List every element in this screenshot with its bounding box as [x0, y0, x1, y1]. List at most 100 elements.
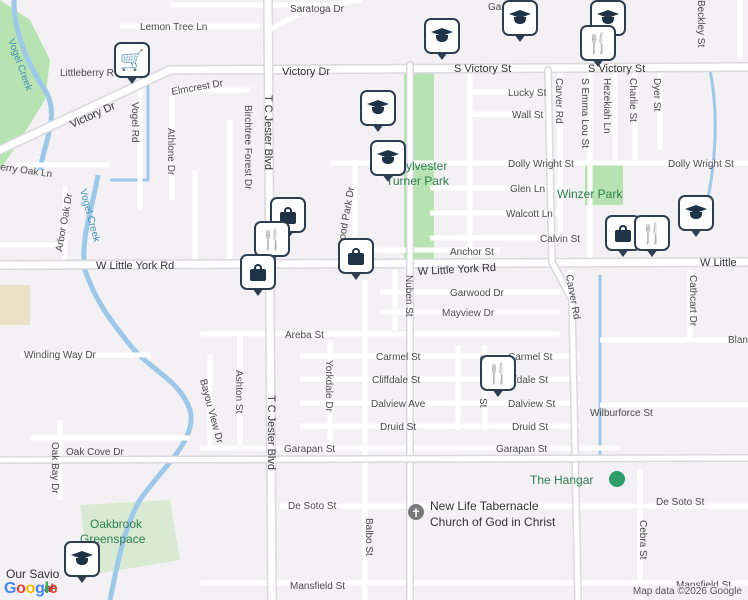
label-littleberry: Littleberry R	[60, 68, 114, 79]
school-icon	[71, 551, 93, 567]
school-pin-3[interactable]	[424, 18, 460, 60]
label-calvin: Calvin St	[540, 234, 580, 245]
label-vogel-rd: Vogel Rd	[129, 102, 140, 143]
park-area-west	[0, 285, 30, 325]
label-beckley: Beckley St	[695, 0, 706, 47]
label-cliffdale: Cliffdale St	[372, 375, 420, 386]
label-w-little-york-e: W Little	[700, 257, 737, 269]
restaurant-pin-2[interactable]: 🍴	[254, 221, 290, 263]
label-carver-n: Carver Rd	[553, 78, 564, 124]
ditch-north	[110, 70, 150, 182]
church-marker[interactable]	[408, 504, 424, 520]
school-pin-6[interactable]	[678, 195, 714, 237]
label-hangar: The Hangar	[530, 473, 593, 487]
label-anchor: Anchor St	[450, 247, 494, 258]
label-ga: Ga	[488, 2, 502, 13]
label-areba: Areba St	[285, 330, 324, 341]
label-park-sylvester: Sylvester	[398, 159, 447, 173]
label-garapan-e: Garapan St	[496, 444, 547, 455]
label-our-savior-1: Our Savio	[6, 567, 60, 581]
school-pin-4[interactable]	[360, 90, 396, 132]
label-dolly-wright: Dolly Wright St	[508, 159, 574, 170]
place-labels: The Hangar ✝ New Life Tabernacle Church …	[6, 471, 625, 595]
label-balbo: Balbo St	[363, 518, 374, 556]
label-dyer: Dyer St	[651, 78, 662, 112]
label-druid-e: Druid St	[512, 422, 548, 433]
label-de-soto: De Soto St	[288, 501, 337, 512]
label-lemon-tree: Lemon Tree Ln	[140, 22, 207, 33]
label-church-1: New Life Tabernacle	[430, 499, 539, 513]
label-saratoga: Saratoga Dr	[290, 4, 345, 15]
park-area-vogel	[0, 0, 50, 170]
label-victory: Victory Dr	[282, 66, 330, 78]
restaurant-pin-1[interactable]: 🍴	[580, 25, 616, 67]
restaurant-pin-3[interactable]: 🍴	[634, 215, 670, 257]
school-icon	[597, 10, 619, 26]
label-mansfield: Mansfield St	[290, 581, 345, 592]
school-pin-7[interactable]	[64, 541, 100, 583]
label-lucky: Lucky St	[508, 88, 547, 99]
label-blan: Blan	[728, 335, 748, 346]
shopping-bag-icon	[615, 225, 631, 242]
church-cross-icon: ✝	[411, 506, 421, 520]
label-cebra: Cebra St	[637, 520, 648, 560]
label-st-small: St	[477, 398, 488, 408]
park-labels: Sylvester Turner Park Winzer Park Oakbro…	[80, 159, 623, 546]
school-pin-5[interactable]	[370, 140, 406, 182]
label-nuben: Nuben St	[403, 275, 414, 317]
label-carmel: Carmel St	[376, 352, 421, 363]
label-hezekiah: Hezekiah Ln	[601, 78, 612, 134]
label-cathcart: Cathcart Dr	[687, 275, 698, 327]
shopping-pin-4[interactable]	[240, 254, 276, 296]
label-dalview-e: Dalview St	[508, 399, 555, 410]
restaurant-icon: 🍴	[485, 361, 511, 385]
label-park-turner: Turner Park	[386, 174, 450, 188]
label-tc-jester-n: T C Jester Blvd	[262, 95, 274, 170]
hangar-marker[interactable]	[609, 471, 625, 487]
grocery-pin[interactable]: 🛒	[114, 42, 150, 84]
shopping-pin-3[interactable]	[338, 238, 374, 280]
label-winding-way: Winding Way Dr	[24, 350, 97, 361]
label-wilburforce: Wilburforce St	[590, 408, 653, 419]
label-church-2: Church of God in Christ	[430, 515, 556, 529]
label-w-little-york-w: W Little York Rd	[96, 260, 174, 272]
school-icon	[377, 150, 399, 166]
label-walcott: Walcott Ln	[506, 209, 553, 220]
restaurant-icon: 🍴	[639, 221, 665, 245]
label-oak-bay: Oak Bay Dr	[49, 442, 60, 494]
school-pin-1[interactable]	[502, 0, 538, 42]
label-w-little-york-c: W Little York Rd	[418, 262, 497, 278]
shopping-bag-icon	[250, 264, 266, 281]
restaurant-icon: 🍴	[259, 227, 285, 251]
google-logo: Google	[4, 580, 58, 597]
label-glen: Glen Ln	[510, 184, 545, 195]
label-park-winzer: Winzer Park	[557, 187, 623, 201]
vogel-creek-north	[11, 0, 54, 171]
restaurant-pin-4[interactable]: 🍴	[480, 355, 516, 397]
map-attribution: Map data ©2026 Google	[630, 586, 744, 597]
school-icon	[685, 205, 707, 221]
label-yorkdale: Yorkdale Dr	[323, 360, 334, 413]
label-carmel-e: Carmel St	[508, 352, 553, 363]
label-birchtree: Birchtree Forest Dr	[242, 105, 253, 190]
label-tc-jester-s: T C Jester Blvd	[265, 395, 277, 470]
shopping-bag-icon	[348, 248, 364, 265]
label-athlone: Athlone Dr	[165, 128, 176, 176]
label-mansfield-e: Mansfield St	[676, 580, 731, 591]
label-s-emma-lou: S Emma Lou St	[579, 78, 590, 148]
label-our-savior-2: ah	[44, 581, 57, 595]
label-oak-cove: Oak Cove Dr	[66, 447, 124, 458]
label-garapan: Garapan St	[284, 444, 335, 455]
label-garwood: Garwood Dr	[450, 288, 505, 299]
park-area-oakbrook	[80, 500, 180, 575]
restaurant-icon: 🍴	[585, 31, 611, 55]
school-icon	[509, 10, 531, 26]
school-icon	[367, 100, 389, 116]
label-charlie: Charlie St	[627, 78, 638, 122]
label-cliffdale-e: fdale St	[514, 375, 548, 386]
label-wall: Wall St	[512, 110, 544, 121]
label-mayview: Mayview Dr	[442, 308, 495, 319]
label-dalview: Dalview Ave	[371, 399, 426, 410]
